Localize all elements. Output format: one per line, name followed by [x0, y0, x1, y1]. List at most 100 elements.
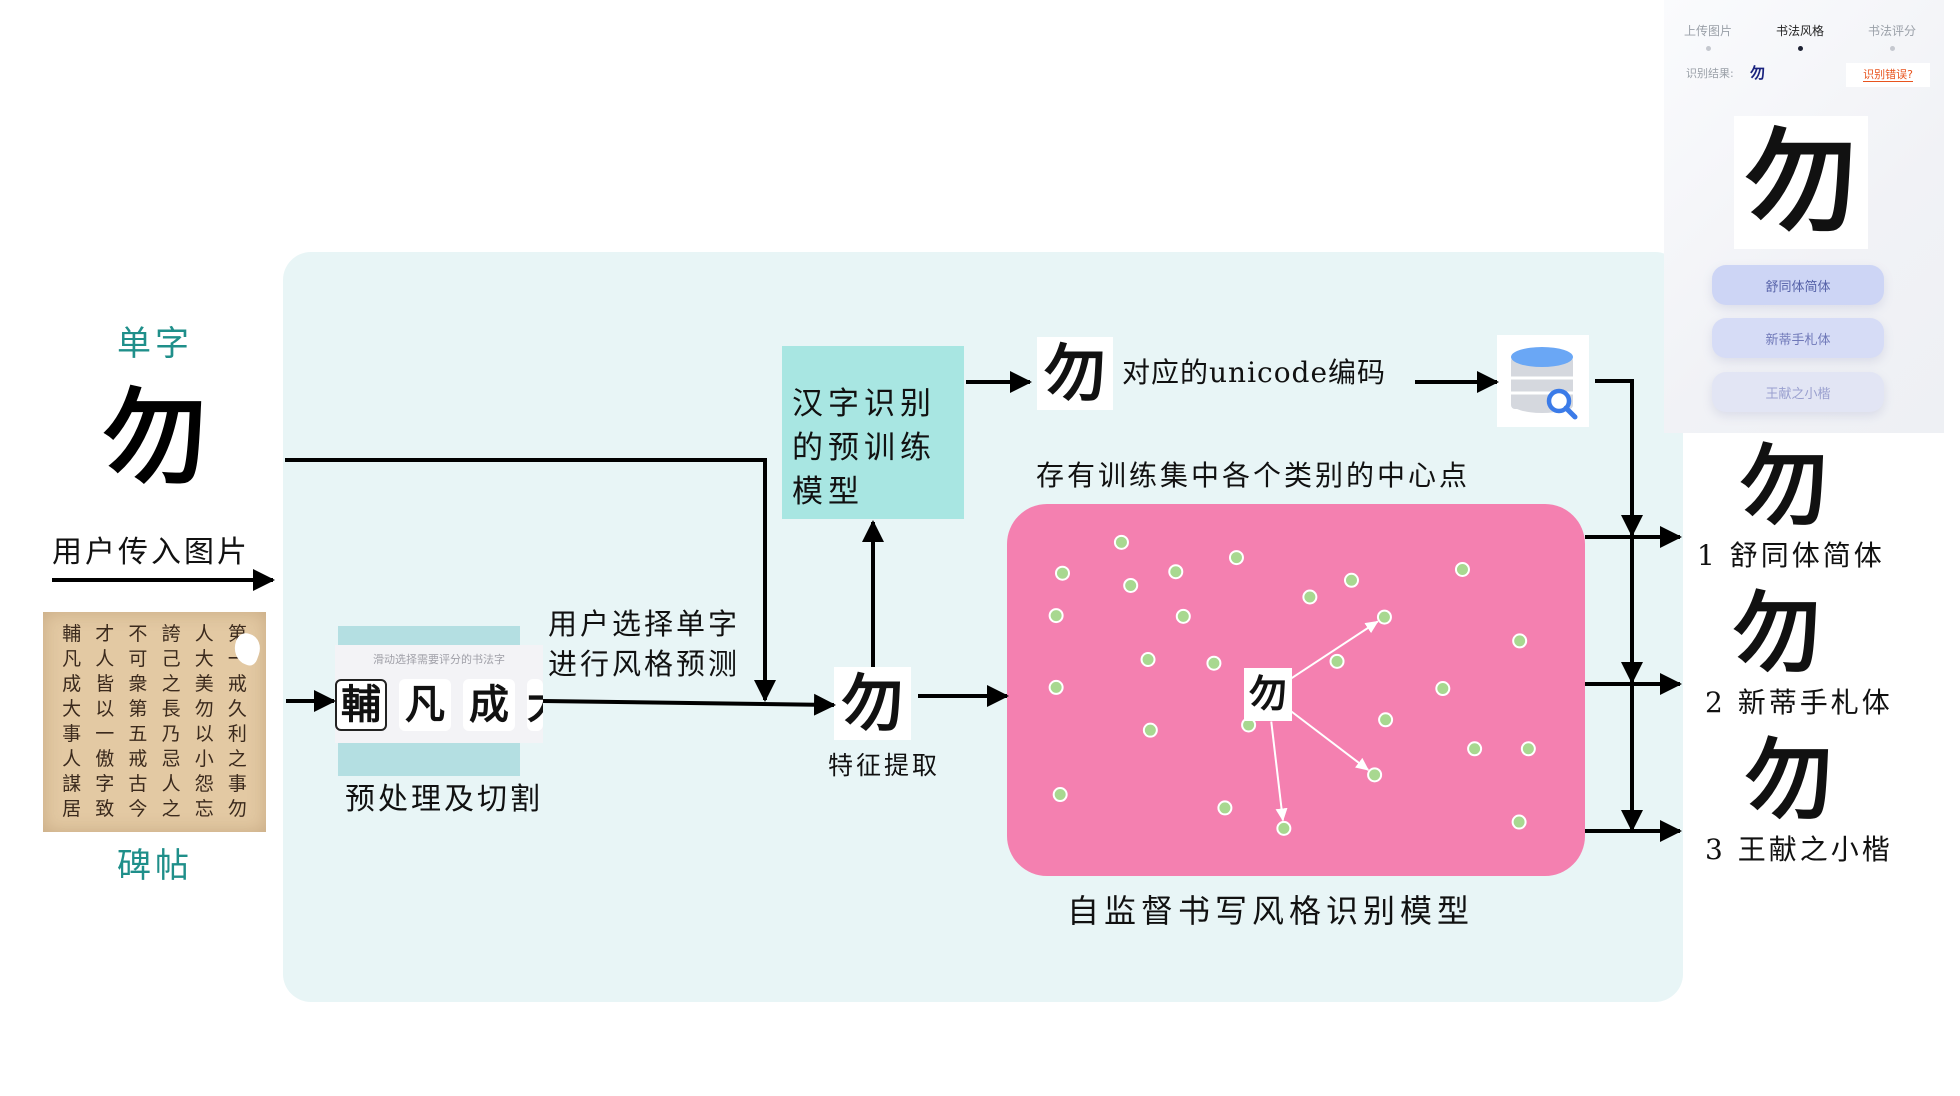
char-chip[interactable]: 凡 [399, 679, 451, 731]
stele-char: 以 [194, 723, 214, 745]
database-search-icon[interactable] [1497, 335, 1589, 427]
stele-char: 衆 [128, 673, 148, 695]
error-link[interactable]: 识别错误? [1863, 67, 1913, 83]
style-button-3[interactable]: 王献之小楷 [1712, 372, 1884, 412]
stele-char: 人 [62, 748, 82, 770]
step-dot-active [1798, 46, 1803, 51]
stele-char: 居 [62, 798, 82, 820]
pretrain-line-2: 的预训练 [792, 430, 936, 466]
class-center-point [1329, 653, 1345, 669]
error-link-box[interactable]: 识别错误? [1846, 63, 1930, 87]
class-center-point [1123, 577, 1139, 593]
result-name-3: 王献之小楷 [1737, 833, 1893, 866]
database-search-icon-graphic [1511, 347, 1578, 420]
style-button-1[interactable]: 舒同体简体 [1712, 265, 1884, 305]
result-label: 识别结果: [1686, 67, 1734, 80]
stele-char: 輔 [62, 623, 82, 645]
stele-char: 久 [227, 698, 247, 720]
upload-label: 用户传入图片 [52, 535, 250, 570]
class-center-point [1512, 633, 1528, 649]
stele-char: 之 [161, 798, 181, 820]
centers-label: 存有训练集中各个类别的中心点 [1036, 459, 1471, 492]
stele-char: 人 [194, 623, 214, 645]
stele-char: 勿 [227, 798, 247, 820]
stele-char: 人 [95, 648, 115, 670]
stele-char: 一 [95, 723, 115, 745]
class-center-point [1168, 564, 1184, 580]
unicode-label: 对应的unicode编码 [1122, 356, 1387, 389]
select-label-line1: 用户选择单字 [548, 607, 741, 641]
stele-char: 不 [128, 623, 148, 645]
result-glyph-3: 勿 [1745, 728, 1834, 832]
stele-char: 誇 [161, 623, 181, 645]
stele-char: 事 [227, 773, 247, 795]
stele-image[interactable]: 輔才不誇人第凡人可己大一成皆衆之美戒大以第長勿久事一五乃以利人傲戒忌小之謀字古人… [43, 612, 266, 832]
class-center-point [1113, 534, 1129, 550]
stele-char: 今 [128, 798, 148, 820]
stele-char: 皆 [95, 673, 115, 695]
stele-char: 致 [95, 798, 115, 820]
class-center-point [1520, 741, 1536, 757]
embedding-scatter [1048, 534, 1536, 836]
stele-char: 長 [161, 698, 181, 720]
class-center-point [1048, 608, 1064, 624]
class-center-point [1435, 681, 1451, 697]
result-rank-3: 3 [1705, 833, 1726, 866]
step-dot [1706, 46, 1711, 51]
step-upload[interactable]: 上传图片 [1683, 24, 1732, 38]
stele-char: 才 [95, 623, 115, 645]
char-chip[interactable]: 成 [463, 679, 515, 731]
result-value: 勿 [1750, 64, 1766, 82]
step-style[interactable]: 书法风格 [1775, 24, 1824, 38]
result-rank-1: 1 [1697, 539, 1718, 572]
class-center-point [1367, 767, 1383, 783]
result-label-1: 1 舒同体简体 [1697, 539, 1885, 572]
class-center-point [1142, 722, 1158, 738]
stele-char: 之 [161, 673, 181, 695]
pretrain-line-1: 汉字识别 [792, 386, 936, 422]
class-center-point [1228, 550, 1244, 566]
char-chip-selected[interactable]: 輔 [335, 679, 387, 731]
class-center-point [1052, 787, 1068, 803]
stele-char: 成 [62, 673, 82, 695]
class-center-point [1467, 741, 1483, 757]
feature-glyph-tile: 勿 [834, 667, 911, 740]
class-center-point [1054, 565, 1070, 581]
stele-char: 可 [128, 648, 148, 670]
stele-label: 碑帖 [117, 846, 193, 886]
style-button-2[interactable]: 新蒂手札体 [1712, 318, 1884, 358]
result-name-1: 舒同体简体 [1729, 539, 1885, 572]
class-center-point [1511, 814, 1527, 830]
stele-char: 大 [62, 698, 82, 720]
stele-char: 人 [161, 773, 181, 795]
stele-char: 之 [227, 748, 247, 770]
result-glyph-2: 勿 [1733, 581, 1822, 685]
arrow-slider-to-feature [542, 693, 836, 716]
feature-label: 特征提取 [828, 751, 941, 780]
result-glyph-1: 勿 [1740, 434, 1829, 538]
stele-char: 事 [62, 723, 82, 745]
class-center-point [1048, 679, 1064, 695]
class-center-point [1140, 651, 1156, 667]
style-embedding-space: 勿 [1007, 504, 1585, 876]
char-slider[interactable]: 滑动选择需要评分的书法字 輔 凡 成 大 [335, 645, 543, 743]
stele-text-grid: 輔才不誇人第凡人可己大一成皆衆之美戒大以第長勿久事一五乃以利人傲戒忌小之謀字古人… [55, 622, 254, 822]
stele-char: 小 [194, 748, 214, 770]
slider-hint: 滑动选择需要评分的书法字 [373, 653, 505, 666]
class-center-point [1175, 608, 1191, 624]
pretrained-recognition-model: 汉字识别 的预训练 模型 [782, 346, 964, 519]
single-char-glyph: 勿 [102, 376, 207, 499]
stele-char: 傲 [95, 748, 115, 770]
char-chip-partial[interactable]: 大 [527, 679, 543, 731]
model-label: 自监督书写风格识别模型 [1067, 892, 1475, 930]
result-rank-2: 2 [1705, 686, 1726, 719]
result-name-2: 新蒂手札体 [1737, 686, 1893, 719]
step-score[interactable]: 书法评分 [1867, 24, 1916, 38]
stele-char: 凡 [62, 648, 82, 670]
step-dot [1890, 46, 1895, 51]
stele-char: 利 [227, 723, 247, 745]
class-center-point [1378, 712, 1394, 728]
query-glyph-tile: 勿 [1243, 667, 1292, 721]
stele-char: 以 [95, 698, 115, 720]
class-center-point [1302, 589, 1318, 605]
